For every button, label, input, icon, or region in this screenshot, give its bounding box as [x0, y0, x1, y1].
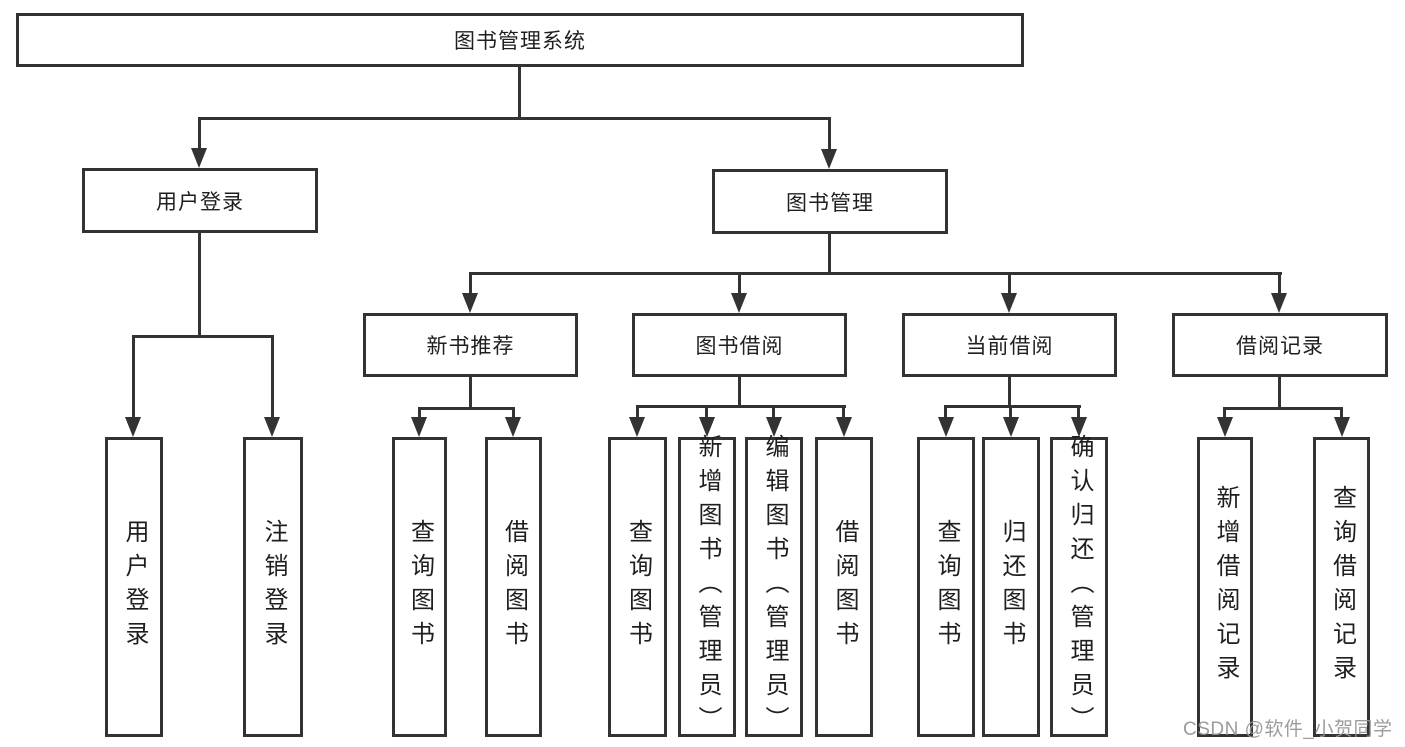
arrowhead-down-icon	[1071, 417, 1087, 437]
arrowhead-down-icon	[731, 293, 747, 313]
connector-line	[198, 117, 831, 120]
connector-line	[1278, 272, 1281, 295]
connector-line	[738, 377, 741, 408]
node-book-borrowing-label: 图书借阅	[695, 335, 784, 358]
connector-line	[1223, 407, 1343, 410]
leaf-query-borrow-record: 查询借阅记录	[1313, 437, 1370, 737]
arrowhead-down-icon	[821, 149, 837, 169]
connector-line	[1077, 405, 1080, 419]
leaf-query-books-borrowing: 查询图书	[608, 437, 667, 737]
connector-line	[1340, 407, 1343, 419]
node-current-borrowing-label: 当前借阅	[965, 335, 1054, 358]
connector-line	[828, 234, 831, 275]
leaf-query-books-recommend: 查询图书	[392, 437, 447, 737]
arrowhead-down-icon	[836, 417, 852, 437]
arrowhead-down-icon	[629, 417, 645, 437]
leaf-logout-label: 注销登录	[260, 519, 287, 655]
leaf-return-book-label: 归还图书	[998, 519, 1025, 655]
connector-line	[944, 405, 1081, 408]
node-new-book-recommend-label: 新书推荐	[426, 335, 515, 358]
connector-line	[198, 233, 201, 338]
arrowhead-down-icon	[264, 417, 280, 437]
connector-line	[512, 407, 515, 419]
leaf-user-login-label: 用户登录	[121, 519, 148, 655]
arrowhead-down-icon	[411, 417, 427, 437]
leaf-add-borrow-record: 新增借阅记录	[1197, 437, 1253, 737]
leaf-add-book-admin: 新增图书（管理员）	[678, 434, 736, 740]
connector-line	[705, 405, 708, 419]
leaf-edit-book-admin-label: 编辑图书（管理员）	[761, 434, 788, 740]
arrowhead-down-icon	[699, 417, 715, 437]
leaf-borrow-books-recommend-label: 借阅图书	[500, 519, 528, 655]
connector-line	[132, 335, 135, 419]
node-book-management: 图书管理	[712, 169, 948, 234]
leaf-borrow-books-borrowing-label: 借阅图书	[831, 519, 858, 655]
arrowhead-down-icon	[1271, 293, 1287, 313]
connector-line	[469, 272, 1282, 275]
connector-line	[1009, 405, 1012, 419]
leaf-confirm-return-admin: 确认归还（管理员）	[1050, 434, 1108, 740]
arrowhead-down-icon	[766, 417, 782, 437]
connector-line	[418, 407, 421, 419]
node-root: 图书管理系统	[16, 13, 1024, 67]
connector-line	[1008, 272, 1011, 295]
node-book-borrowing: 图书借阅	[632, 313, 847, 377]
leaf-query-books-current: 查询图书	[917, 437, 975, 737]
node-new-book-recommend: 新书推荐	[363, 313, 578, 377]
connector-line	[469, 377, 472, 410]
connector-line	[132, 335, 274, 338]
connector-line	[1278, 377, 1281, 410]
connector-line	[469, 272, 472, 295]
connector-line	[636, 405, 639, 419]
leaf-logout: 注销登录	[243, 437, 303, 737]
node-user-login-label: 用户登录	[156, 190, 244, 214]
connector-line	[198, 117, 201, 150]
connector-line	[738, 272, 741, 295]
node-root-label: 图书管理系统	[454, 30, 586, 53]
leaf-query-books-recommend-label: 查询图书	[406, 519, 434, 655]
leaf-query-books-current-label: 查询图书	[933, 519, 960, 655]
leaf-user-login: 用户登录	[105, 437, 163, 737]
arrowhead-down-icon	[1001, 293, 1017, 313]
connector-line	[772, 405, 775, 419]
connector-line	[828, 117, 831, 151]
leaf-add-borrow-record-label: 新增借阅记录	[1212, 485, 1239, 689]
arrowhead-down-icon	[505, 417, 521, 437]
connector-line	[636, 405, 846, 408]
node-borrowing-records-label: 借阅记录	[1236, 335, 1324, 358]
arrowhead-down-icon	[1217, 417, 1233, 437]
connector-line	[271, 335, 274, 419]
node-user-login: 用户登录	[82, 168, 318, 233]
arrowhead-down-icon	[462, 293, 478, 313]
leaf-query-books-borrowing-label: 查询图书	[624, 519, 652, 655]
connector-line	[944, 405, 947, 419]
leaf-add-book-admin-label: 新增图书（管理员）	[694, 434, 721, 740]
node-borrowing-records: 借阅记录	[1172, 313, 1388, 377]
leaf-edit-book-admin: 编辑图书（管理员）	[745, 434, 803, 740]
arrowhead-down-icon	[1003, 417, 1019, 437]
leaf-borrow-books-borrowing: 借阅图书	[815, 437, 873, 737]
arrowhead-down-icon	[191, 148, 207, 168]
arrowhead-down-icon	[1334, 417, 1350, 437]
leaf-query-borrow-record-label: 查询借阅记录	[1328, 485, 1356, 689]
connector-line	[1008, 377, 1011, 408]
connector-line	[418, 407, 515, 410]
leaf-confirm-return-admin-label: 确认归还（管理员）	[1066, 434, 1093, 740]
arrowhead-down-icon	[938, 417, 954, 437]
connector-line	[842, 405, 845, 419]
node-book-management-label: 图书管理	[786, 191, 874, 215]
leaf-borrow-books-recommend: 借阅图书	[485, 437, 542, 737]
leaf-return-book: 归还图书	[982, 437, 1040, 737]
node-current-borrowing: 当前借阅	[902, 313, 1117, 377]
connector-line	[518, 66, 521, 120]
connector-line	[1223, 407, 1226, 419]
arrowhead-down-icon	[125, 417, 141, 437]
watermark-text: CSDN @软件_小贺同学	[1183, 719, 1393, 740]
